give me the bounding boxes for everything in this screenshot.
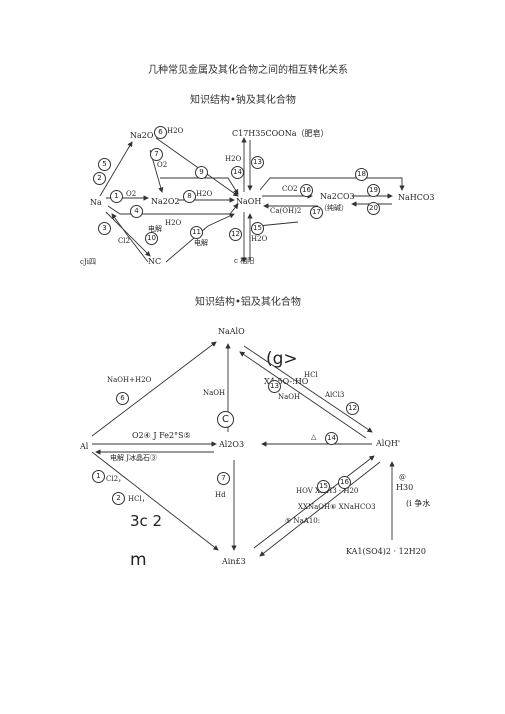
label-hcl-top: HCl — [304, 371, 318, 379]
label-g-paren: (g> — [266, 349, 298, 369]
circled-7: 7 — [150, 148, 163, 161]
arrow-naoh-nahco3 — [259, 177, 405, 191]
al-circled-1: 1 — [92, 470, 105, 483]
node-bottom-mid: c 相阳 — [234, 257, 255, 265]
label-xxnaoh: XXNaOH⑥ XNaHCO3 — [298, 503, 376, 511]
arrow-na-naoh — [107, 203, 239, 215]
node-nacl: NC — [148, 257, 162, 266]
circled-3: 3 — [98, 222, 111, 235]
arrow-na-na2o — [99, 141, 133, 197]
label-alcl3: AlCl3 — [325, 391, 345, 399]
label-triangle: △ — [311, 433, 317, 441]
label-o2-1: O2 — [126, 190, 137, 198]
label-electrolysis: 电解 J冰晶石③ — [110, 454, 158, 462]
circled-4: 4 — [130, 205, 143, 218]
label-caoh2-17: Ca(OH)2 — [270, 207, 302, 215]
label-h2o-14: H2O — [225, 155, 242, 163]
label-h30: H30 — [396, 483, 414, 492]
label-naoh-h2o: NaOH+H2O — [107, 376, 152, 384]
node-na2co3-note: （纯碱） — [320, 204, 348, 212]
arrow-alqh-naalo — [239, 351, 367, 439]
arrow-misc — [257, 221, 299, 227]
node-naalo: NaAlO — [218, 327, 245, 336]
label-hcl: HCl， — [128, 495, 149, 503]
circled-15: 15 — [251, 222, 264, 235]
circled-6: 6 — [154, 126, 167, 139]
al-circled-13: 13 — [268, 380, 281, 393]
label-electrolysis-11: 电解 — [194, 239, 208, 247]
label-m: m — [130, 550, 147, 570]
label-at: @ — [399, 473, 406, 481]
label-h2o-6: H2O — [167, 127, 184, 135]
label-cl2-3: Cl2 — [118, 237, 131, 245]
al-circled-7: 7 — [217, 472, 230, 485]
label-3c2: 3c 2 — [130, 512, 163, 530]
circled-1: 1 — [110, 190, 123, 203]
arrow-alcl3-alqh — [253, 455, 375, 549]
node-nahco3: NaHCO3 — [398, 193, 435, 202]
label-hd: Hd — [215, 491, 226, 499]
circled-17: 17 — [310, 206, 323, 219]
node-na2o2: Na2O2 — [151, 197, 180, 206]
circled-11: 11 — [190, 226, 203, 239]
arrow-na-nacl — [105, 211, 151, 257]
label-purify: (i 争水 — [406, 499, 431, 508]
label-o2-7: O2 — [157, 161, 168, 169]
al-circled-c: C — [217, 411, 234, 428]
label-h2o-15: H2O — [251, 235, 268, 243]
circled-16: 16 — [300, 184, 313, 197]
al-circled-6: 6 — [116, 392, 129, 405]
node-alqh: AlQH' — [376, 439, 401, 448]
al-circled-12: 12 — [346, 402, 359, 415]
label-electrolysis-10: 电解 — [148, 225, 162, 233]
node-al2o3: Al2O3 — [219, 440, 245, 449]
node-alcl3: Ain£3 — [222, 557, 246, 566]
arrow-nacl-na — [111, 213, 149, 263]
label-o2-fe: O2④ J Fe2°S⑤ — [132, 431, 191, 440]
label-x-line: X4-5O-:HO — [264, 377, 309, 386]
label-naoh-mid: NaOH — [203, 389, 226, 397]
al-circled-16: 16 — [338, 476, 351, 489]
node-soap: C17H35COONa（肥皂） — [232, 129, 329, 138]
circled-10: 10 — [145, 232, 158, 245]
node-na2co3: Na2CO3 — [320, 192, 355, 201]
al-circled-14: 14 — [325, 432, 338, 445]
arrow-9 — [160, 177, 239, 195]
al-circled-2: 2 — [112, 492, 125, 505]
circled-13: 13 — [251, 156, 264, 169]
node-na2o: Na2O — [130, 131, 154, 140]
arrow-alqh-alcl3 — [259, 461, 381, 557]
circled-2: 2 — [93, 172, 106, 185]
circled-5: 5 — [98, 158, 111, 171]
arrow-nacl-naoh — [165, 213, 235, 263]
label-naoh-right: NaOH — [278, 393, 301, 401]
circled-14: 14 — [231, 166, 244, 179]
label-naa10: ⑤ NaA10: — [285, 517, 321, 525]
arrow-al-naalo — [91, 341, 217, 437]
page-title: 几种常见金属及其化合物之间的相互转化关系 — [148, 65, 348, 76]
node-bottom-left: cJi四 — [80, 258, 96, 266]
node-naoh: NaOH — [236, 197, 262, 206]
circled-20: 20 — [367, 202, 380, 215]
node-na: Na — [90, 198, 102, 207]
label-cl2: Cl2， — [106, 475, 126, 483]
label-h2o-8: H2O — [196, 190, 213, 198]
aluminum-section-heading: 知识结构•铝及其化合物 — [195, 297, 301, 308]
arrow-naalo-alqh — [243, 345, 373, 433]
circled-8: 8 — [183, 190, 196, 203]
al-circled-15: 15 — [317, 480, 330, 493]
circled-19: 19 — [367, 184, 380, 197]
label-co2-16: CO2 — [282, 185, 298, 193]
circled-9: 9 — [195, 166, 208, 179]
arrow-al-alcl3 — [91, 451, 219, 551]
node-kal: KA1(SO4)2 · 12H20 — [346, 547, 426, 556]
circled-12: 12 — [229, 228, 242, 241]
label-h2o-4: H2O — [165, 219, 182, 227]
node-al: Al — [80, 442, 89, 451]
sodium-section-heading: 知识结构•钠及其化合物 — [190, 95, 296, 106]
circled-18: 18 — [355, 168, 368, 181]
